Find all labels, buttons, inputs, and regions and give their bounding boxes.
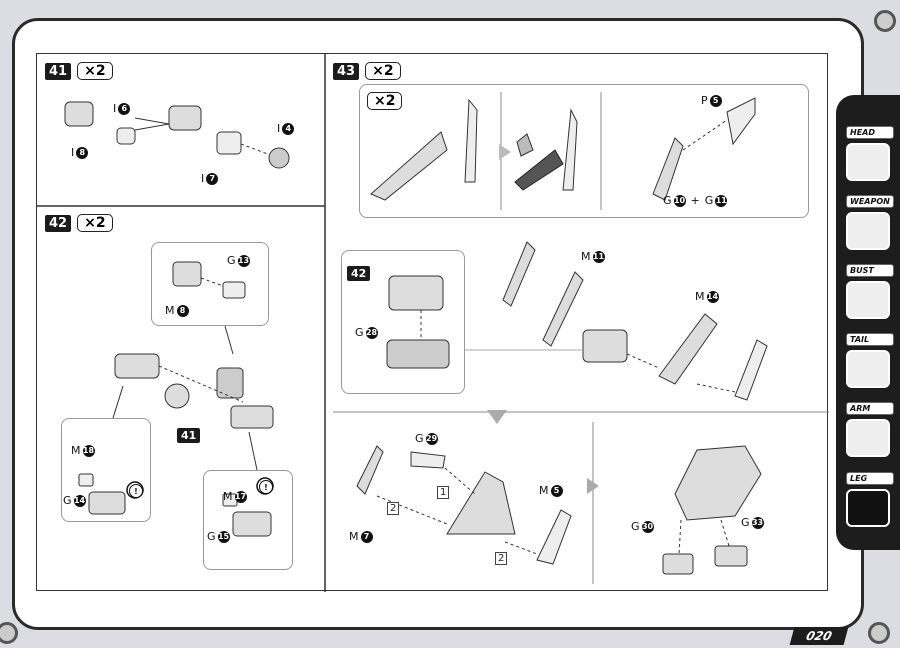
- part-letter: I: [113, 102, 117, 115]
- part-number-badge: 10: [673, 194, 686, 207]
- step-43-panel: 43 ×2 ×2 42: [325, 54, 829, 592]
- part-number-badge: 33: [751, 516, 764, 529]
- tab-label: BUST: [846, 264, 894, 277]
- part-number-badge: 8: [176, 304, 189, 317]
- tab-label: WEAPON: [846, 195, 894, 208]
- part-letter: I: [277, 122, 281, 135]
- tab-label: TAIL: [846, 333, 894, 346]
- detail-box-top: [151, 242, 269, 326]
- part-letter: G: [227, 254, 236, 267]
- tail-icon: [846, 350, 890, 388]
- part-number-badge: 7: [360, 530, 373, 543]
- part-number-badge: 18: [82, 444, 95, 457]
- warning-icon: !: [259, 480, 273, 494]
- part-letter: M: [349, 530, 359, 543]
- part-number-badge: 11: [592, 250, 605, 263]
- leg-icon: [846, 489, 890, 527]
- part-number-badge: 30: [641, 520, 654, 533]
- part-letter: M: [581, 250, 591, 263]
- part-letter: I: [71, 146, 75, 159]
- part-number-badge: 29: [425, 432, 438, 445]
- part-number-badge: 14: [706, 290, 719, 303]
- part-letter: M: [71, 444, 81, 457]
- tab-label: ARM: [846, 402, 894, 415]
- tab-head[interactable]: HEAD: [846, 126, 896, 181]
- tab-label: HEAD: [846, 126, 894, 139]
- weapon-icon: [846, 212, 890, 250]
- steps-area: 41 ×2 I 6 I 8 I: [36, 53, 829, 592]
- part-number-badge: 6: [118, 102, 131, 115]
- quantity-badge: ×2: [77, 214, 113, 232]
- tab-leg[interactable]: LEG: [846, 472, 896, 527]
- quantity-badge: ×2: [77, 62, 113, 80]
- part-number-badge: 5: [709, 94, 722, 107]
- step-number: 42: [45, 214, 72, 232]
- order-label: 1: [437, 486, 450, 499]
- page-number: 020: [789, 627, 849, 645]
- order-label: 2: [387, 502, 400, 515]
- part-number-badge: 28: [365, 326, 378, 339]
- part-letter: M: [223, 490, 233, 503]
- panel-dividers: [37, 54, 829, 592]
- part-number-badge: 7: [206, 172, 219, 185]
- part-number-badge: 8: [76, 146, 89, 159]
- tab-label: LEG: [846, 472, 894, 485]
- part-letter: I: [201, 172, 205, 185]
- tab-bust[interactable]: BUST: [846, 264, 896, 319]
- part-number-badge: 5: [550, 484, 563, 497]
- part-number-badge: 11: [715, 194, 728, 207]
- bust-icon: [846, 281, 890, 319]
- part-letter: G: [63, 494, 72, 507]
- step-42-illustration: [78, 261, 274, 537]
- step-41-panel: 41 ×2 I 6 I 8 I: [37, 54, 325, 206]
- reference-step-badge: 41: [177, 428, 201, 443]
- warning-icon: !: [129, 484, 143, 498]
- part-letter: M: [695, 290, 705, 303]
- part-letter: G: [355, 326, 364, 339]
- step-number: 43: [333, 62, 360, 80]
- step-43-illustration: [356, 92, 768, 575]
- part-letter: M: [539, 484, 549, 497]
- part-letter: G: [704, 194, 714, 207]
- part-letter: G: [207, 530, 216, 543]
- part-letter: G: [631, 520, 640, 533]
- reference-step-badge: 42: [347, 266, 371, 281]
- part-letter: M: [165, 304, 175, 317]
- head-icon: [846, 143, 890, 181]
- part-number-badge: 14: [73, 494, 86, 507]
- part-letter: G: [741, 516, 750, 529]
- corner-emblem-bottom-left: [0, 622, 18, 644]
- part-number-badge: 4: [282, 122, 295, 135]
- quantity-badge: ×2: [365, 62, 401, 80]
- part-number-badge: 15: [217, 530, 230, 543]
- tab-arm[interactable]: ARM: [846, 402, 896, 457]
- part-number-badge: 17: [234, 490, 247, 503]
- order-label: 2: [495, 552, 508, 565]
- part-letter: P: [701, 94, 708, 107]
- step-42-panel: 42 ×2: [37, 206, 325, 592]
- plus-sign: +: [690, 194, 700, 207]
- step-41-illustration: [64, 101, 290, 169]
- tab-weapon[interactable]: WEAPON: [846, 195, 896, 250]
- tab-tail[interactable]: TAIL: [846, 333, 896, 388]
- corner-emblem-top: [874, 10, 896, 32]
- step-number: 41: [45, 62, 72, 80]
- part-number-badge: 13: [237, 254, 250, 267]
- arm-icon: [846, 419, 890, 457]
- corner-emblem-bottom-right: [868, 622, 890, 644]
- part-letter: G: [663, 194, 672, 207]
- part-letter: G: [415, 432, 424, 445]
- sub-quantity-badge: ×2: [367, 92, 403, 110]
